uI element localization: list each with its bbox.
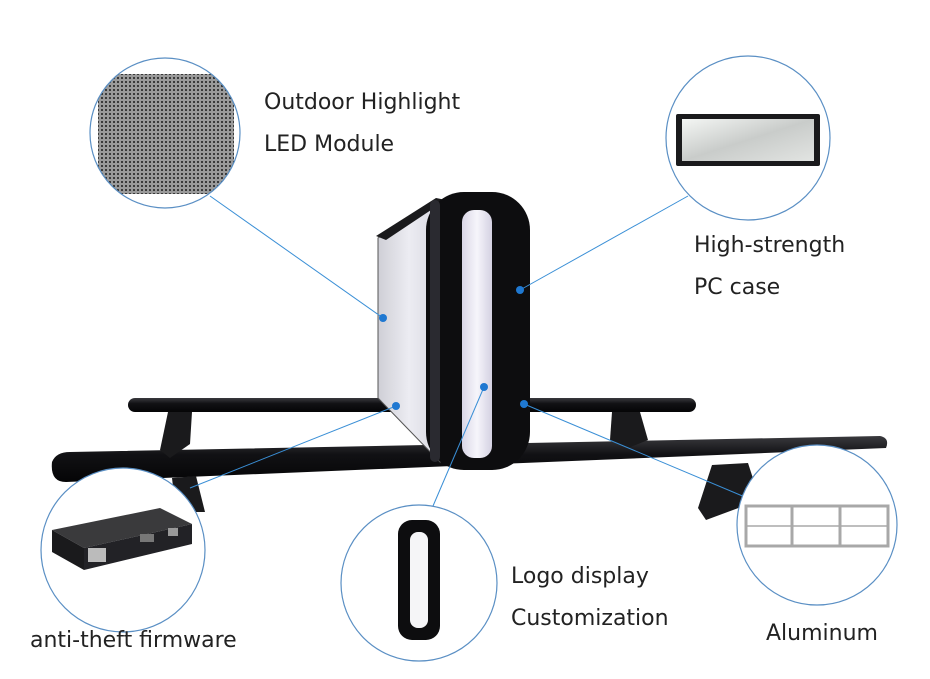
- label-led-module-line-2: LED Module: [264, 132, 395, 157]
- rack-foot-right-front: [698, 463, 760, 520]
- label-aluminum-line-1: Aluminum: [766, 621, 878, 646]
- anchor-dot-logo: [480, 383, 488, 391]
- rack-foot-right-rear: [610, 412, 648, 448]
- leader-logo: [432, 386, 485, 507]
- anchor-dot-aluminum: [520, 400, 528, 408]
- callout-aluminum-circle: [736, 444, 898, 606]
- logo-strip-closeup: [398, 520, 440, 640]
- label-logo-line-2: Customization: [511, 606, 669, 631]
- label-pc-case-line-1: High-strength: [694, 233, 846, 258]
- anchor-dot-pc-case: [516, 286, 524, 294]
- label-logo-line-1: Logo display: [511, 564, 649, 589]
- label-pc-case-line-2: PC case: [694, 275, 781, 300]
- callout-pc-case-circle: [665, 55, 831, 221]
- leader-led-module: [209, 195, 384, 319]
- anchor-dots: [379, 286, 528, 410]
- callout-led-module-circle: [89, 57, 241, 209]
- anchor-dot-led-module: [379, 314, 387, 322]
- callout-firmware-circle: [40, 467, 206, 633]
- end-cap-highlight: [430, 200, 440, 462]
- label-aluminum: Aluminum: [766, 613, 878, 655]
- callout-logo-circle: [340, 504, 498, 662]
- label-firmware-line-1: anti-theft firmware: [30, 628, 237, 653]
- controller-box-closeup: [52, 508, 192, 570]
- leader-pc-case: [519, 195, 689, 291]
- anchor-dot-firmware: [392, 402, 400, 410]
- leader-lines: [189, 195, 753, 507]
- leader-aluminum: [523, 403, 753, 501]
- label-logo: Logo display Customization: [511, 556, 669, 640]
- label-led-module: Outdoor Highlight LED Module: [264, 82, 460, 166]
- label-firmware: anti-theft firmware: [30, 620, 237, 662]
- leader-firmware: [189, 405, 397, 489]
- panel-frame-top: [376, 198, 446, 240]
- aluminum-frame-closeup: [744, 504, 890, 548]
- label-led-module-line-1: Outdoor Highlight: [264, 90, 461, 115]
- led-sign: [376, 192, 530, 470]
- led-module-closeup: [98, 74, 234, 194]
- label-pc-case: High-strength PC case: [694, 225, 845, 309]
- rack-foot-left-rear: [160, 412, 192, 458]
- logo-light-strip: [462, 210, 492, 458]
